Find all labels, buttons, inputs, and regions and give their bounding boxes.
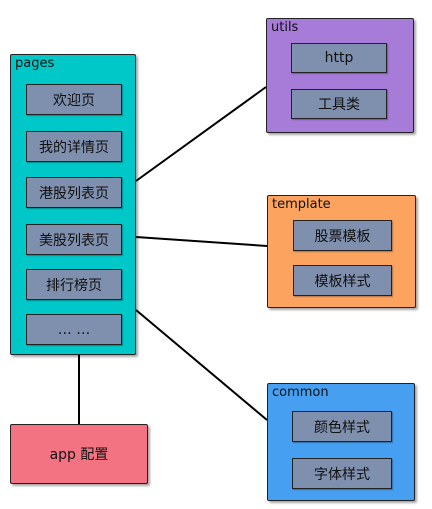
common-group-label: common: [272, 385, 329, 400]
pages-item-more[interactable]: … …: [26, 314, 122, 345]
pages-item-hk-stock-list[interactable]: 港股列表页: [26, 177, 122, 208]
utils-group: utils http 工具类: [266, 18, 414, 133]
pages-item-us-stock-list[interactable]: 美股列表页: [26, 224, 122, 255]
connector-pages-utils: [135, 86, 267, 182]
pages-item-my-detail[interactable]: 我的详情页: [26, 131, 122, 162]
common-item-font-style[interactable]: 字体样式: [292, 458, 392, 489]
app-config-box[interactable]: app 配置: [10, 424, 148, 484]
pages-item-ranking[interactable]: 排行榜页: [26, 269, 122, 300]
pages-item-welcome[interactable]: 欢迎页: [26, 84, 122, 115]
utils-group-label: utils: [271, 20, 299, 35]
common-item-color-style[interactable]: 颜色样式: [292, 411, 392, 442]
pages-group-label: pages: [15, 56, 55, 71]
template-group: template 股票模板 模板样式: [267, 195, 416, 308]
template-group-label: template: [272, 197, 331, 212]
connector-pages-common: [135, 309, 268, 421]
utils-item-tools[interactable]: 工具类: [291, 89, 387, 119]
connector-pages-template: [135, 236, 268, 247]
template-item-stock-template[interactable]: 股票模板: [293, 220, 392, 251]
utils-item-http[interactable]: http: [291, 43, 387, 73]
template-item-template-style[interactable]: 模板样式: [293, 265, 392, 296]
pages-group: pages 欢迎页 我的详情页 港股列表页 美股列表页 排行榜页 … …: [10, 54, 136, 355]
common-group: common 颜色样式 字体样式: [267, 383, 415, 501]
